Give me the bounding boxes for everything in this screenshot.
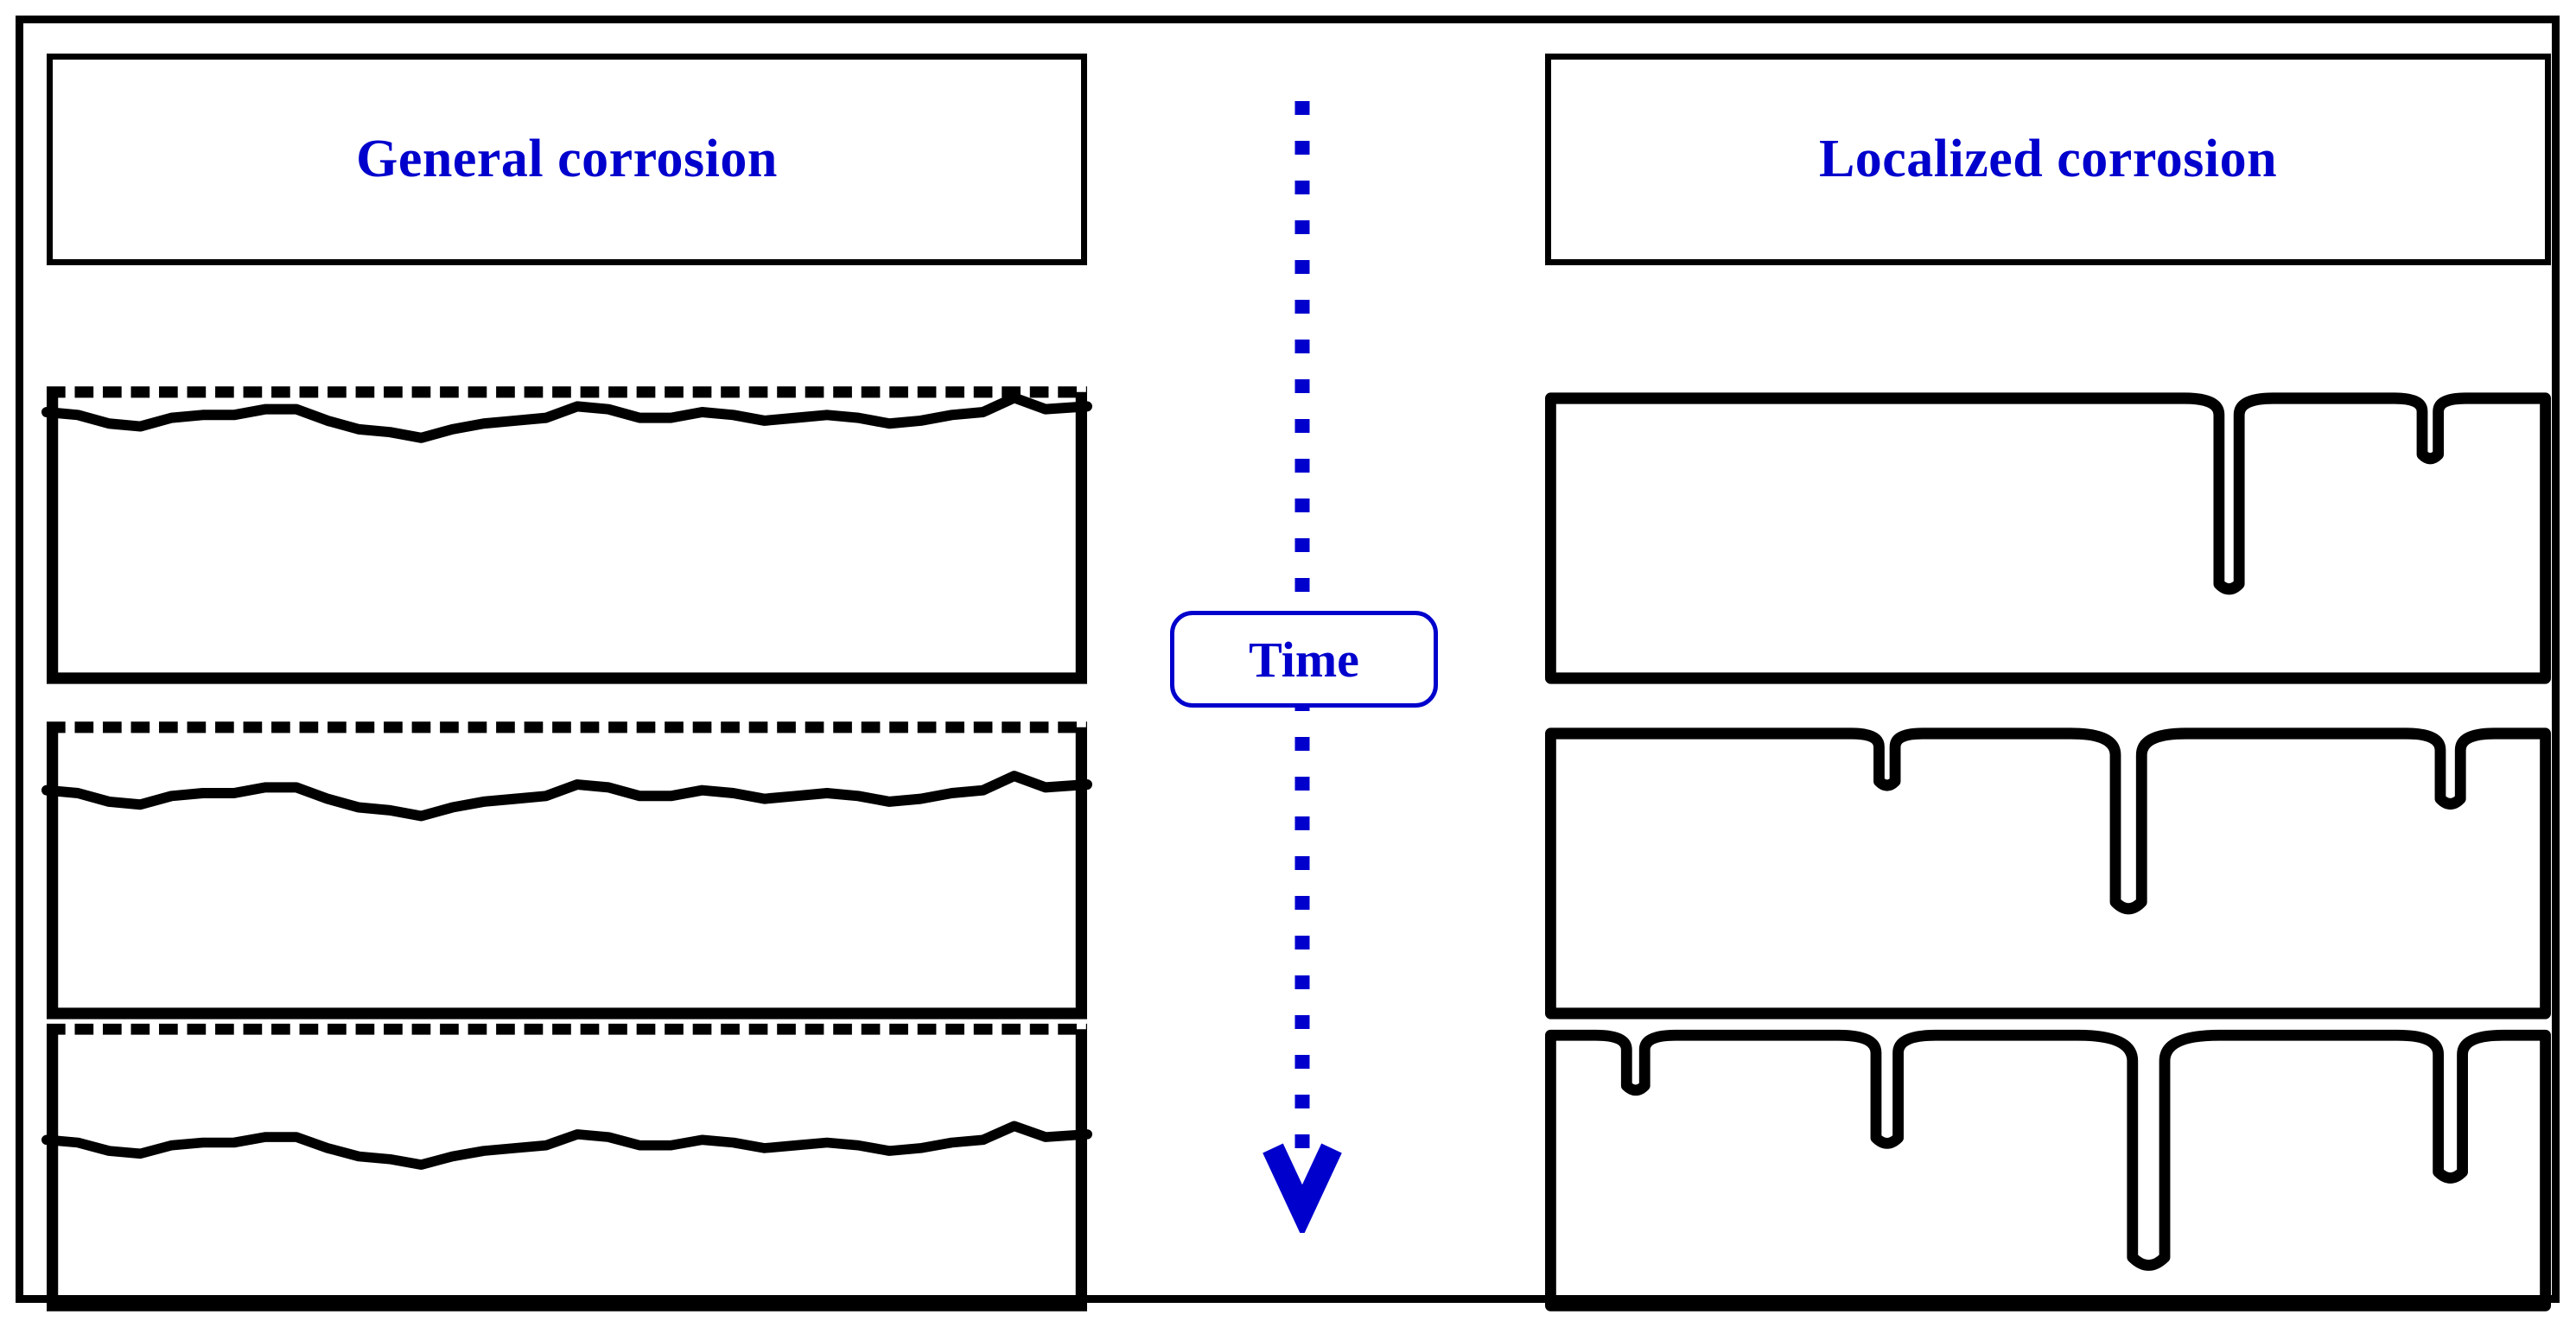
specimen-outline-with-pits	[1545, 1029, 2551, 1311]
panel-localized-corrosion-stage-3	[1545, 1015, 2551, 1316]
specimen-outline-with-pits	[1545, 727, 2551, 1019]
title-general-corrosion: General corrosion	[356, 130, 778, 188]
specimen-walls	[47, 1029, 1087, 1311]
title-box-general-corrosion: General corrosion	[47, 54, 1087, 265]
panel-general-corrosion-stage-3	[41, 1015, 1093, 1316]
specimen-localized-1	[1545, 392, 2551, 684]
panel-general-corrosion-stage-1	[41, 378, 1093, 689]
figure-frame: General corrosion Localized corrosion Ti…	[16, 16, 2560, 1311]
corroded-surface-profile	[41, 1121, 1093, 1170]
specimen-walls	[47, 727, 1087, 1019]
time-label-text: Time	[1249, 631, 1359, 688]
corroded-surface-profile	[41, 771, 1093, 822]
specimen-general-3	[41, 1023, 1093, 1311]
corroded-surface-profile	[41, 392, 1093, 443]
panel-general-corrosion-stage-2	[41, 713, 1093, 1024]
specimen-general-1	[41, 386, 1093, 684]
title-localized-corrosion: Localized corrosion	[1818, 130, 2278, 188]
title-box-localized-corrosion: Localized corrosion	[1545, 54, 2551, 265]
specimen-outline-with-pits	[1545, 392, 2551, 684]
specimen-general-2	[41, 721, 1093, 1019]
specimen-localized-3	[1545, 1029, 2551, 1311]
arrowhead-down-icon	[1263, 1143, 1342, 1233]
panel-localized-corrosion-stage-1	[1545, 378, 2551, 689]
panel-localized-corrosion-stage-2	[1545, 713, 2551, 1024]
specimen-walls	[47, 391, 1087, 684]
time-label-box: Time	[1170, 611, 1438, 708]
specimen-localized-2	[1545, 727, 2551, 1019]
